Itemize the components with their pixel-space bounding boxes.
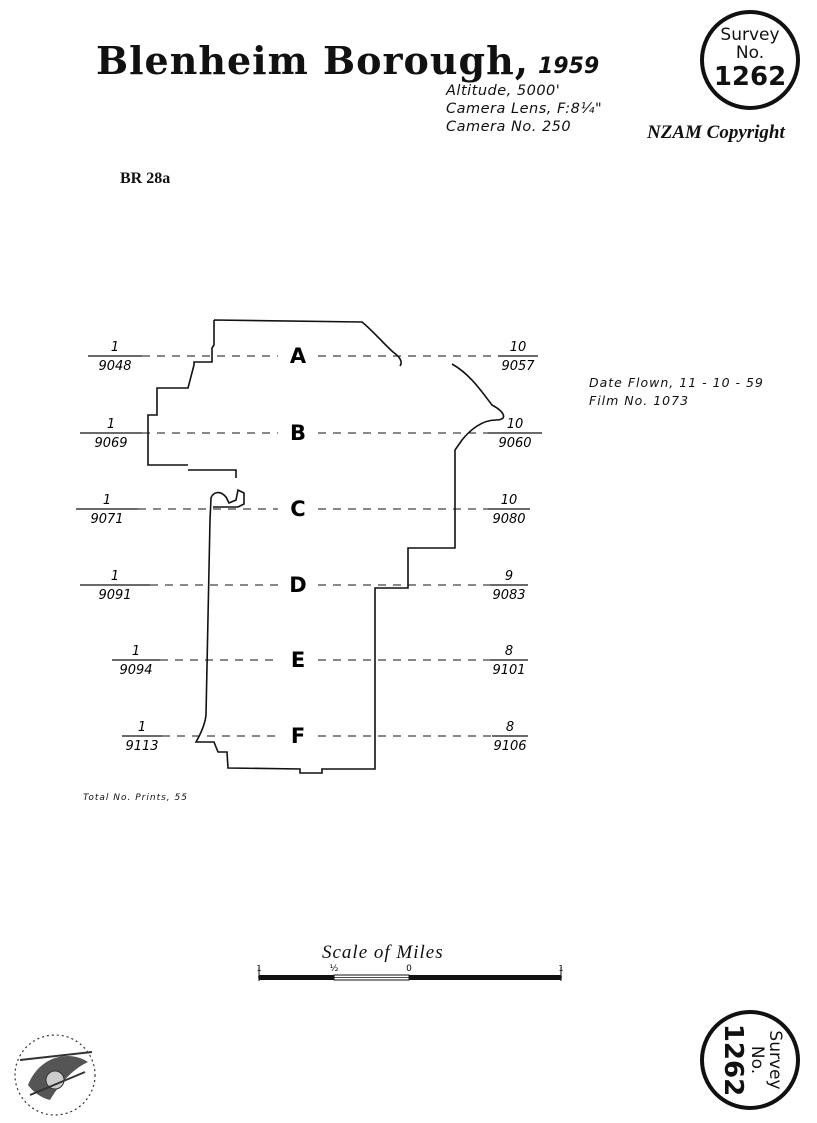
flight-line-letter: F (291, 724, 305, 748)
stamp-no-label: No. (735, 43, 765, 63)
right-frame-number: 9106 (493, 739, 526, 754)
scale-tick-label: 1 (558, 964, 563, 973)
map-year: 1959 (538, 54, 600, 79)
stamp-number: 1262 (713, 62, 787, 92)
right-print-number: 10 (507, 417, 524, 432)
scale-bar (258, 967, 562, 981)
right-print-number: 8 (506, 720, 514, 735)
borough-boundary (147, 319, 505, 774)
nz-aerial-mapping-logo (14, 1034, 96, 1116)
flight-line-letter: B (290, 421, 306, 445)
left-print-number: 1 (103, 493, 111, 508)
copyright-text: NZAM Copyright (647, 122, 785, 143)
flight-line-e: E 1 9094 8 9101 (112, 644, 528, 678)
flight-line-c: C 1 9071 10 9080 (76, 493, 530, 527)
right-print-number: 8 (505, 644, 513, 659)
flight-line-letter: A (290, 344, 307, 368)
camera-number-text: Camera No. 250 (446, 119, 572, 135)
scale-tick-label: ½ (330, 964, 339, 974)
scale-title: Scale of Miles (322, 942, 444, 963)
flight-line-a: A 1 9048 10 9057 (88, 340, 538, 374)
left-print-number: 1 (111, 569, 119, 584)
camera-lens-text: Camera Lens, F:8¼" (446, 101, 603, 117)
right-print-number: 10 (501, 493, 518, 508)
right-frame-number: 9080 (492, 512, 525, 527)
right-frame-number: 9060 (498, 436, 531, 451)
left-frame-number: 9113 (125, 739, 158, 754)
right-frame-number: 9057 (501, 359, 535, 374)
flight-line-letter: D (289, 573, 306, 597)
left-frame-number: 9094 (119, 663, 152, 678)
survey-stamp-top: Survey No. 1262 (700, 10, 800, 110)
left-frame-number: 9048 (98, 359, 131, 374)
date-flown-text: Date Flown, 11 - 10 - 59 (589, 375, 764, 390)
right-frame-number: 9083 (492, 588, 525, 603)
right-frame-number: 9101 (492, 663, 525, 678)
left-frame-number: 9091 (98, 588, 131, 603)
right-print-number: 9 (505, 569, 513, 584)
left-print-number: 1 (138, 720, 146, 735)
reference-code: BR 28a (120, 170, 171, 187)
flight-line-d: D 1 9091 9 9083 (80, 569, 528, 603)
flight-line-letter: C (290, 497, 305, 521)
scale-tick-label: 1 (256, 964, 261, 973)
flight-line-b: B 1 9069 10 9060 (80, 417, 542, 451)
flight-line-f: F 1 9113 8 9106 (122, 720, 528, 754)
stamp-survey-label: Survey (720, 25, 780, 45)
left-frame-number: 9071 (90, 512, 123, 527)
flight-line-letter: E (291, 648, 305, 672)
left-print-number: 1 (107, 417, 115, 432)
film-number-text: Film No. 1073 (589, 393, 690, 408)
scale-tick-label: 0 (406, 964, 412, 974)
left-print-number: 1 (111, 340, 119, 355)
left-frame-number: 9069 (94, 436, 127, 451)
flight-info: Date Flown, 11 - 10 - 59 Film No. 1073 (589, 374, 764, 410)
left-print-number: 1 (132, 644, 140, 659)
right-print-number: 10 (510, 340, 527, 355)
map-title: Blenheim Borough, (96, 38, 529, 83)
total-prints-text: Total No. Prints, 55 (83, 793, 188, 803)
camera-parameters: Altitude, 5000' Camera Lens, F:8¼" Camer… (446, 82, 602, 136)
altitude-text: Altitude, 5000' (446, 83, 561, 99)
